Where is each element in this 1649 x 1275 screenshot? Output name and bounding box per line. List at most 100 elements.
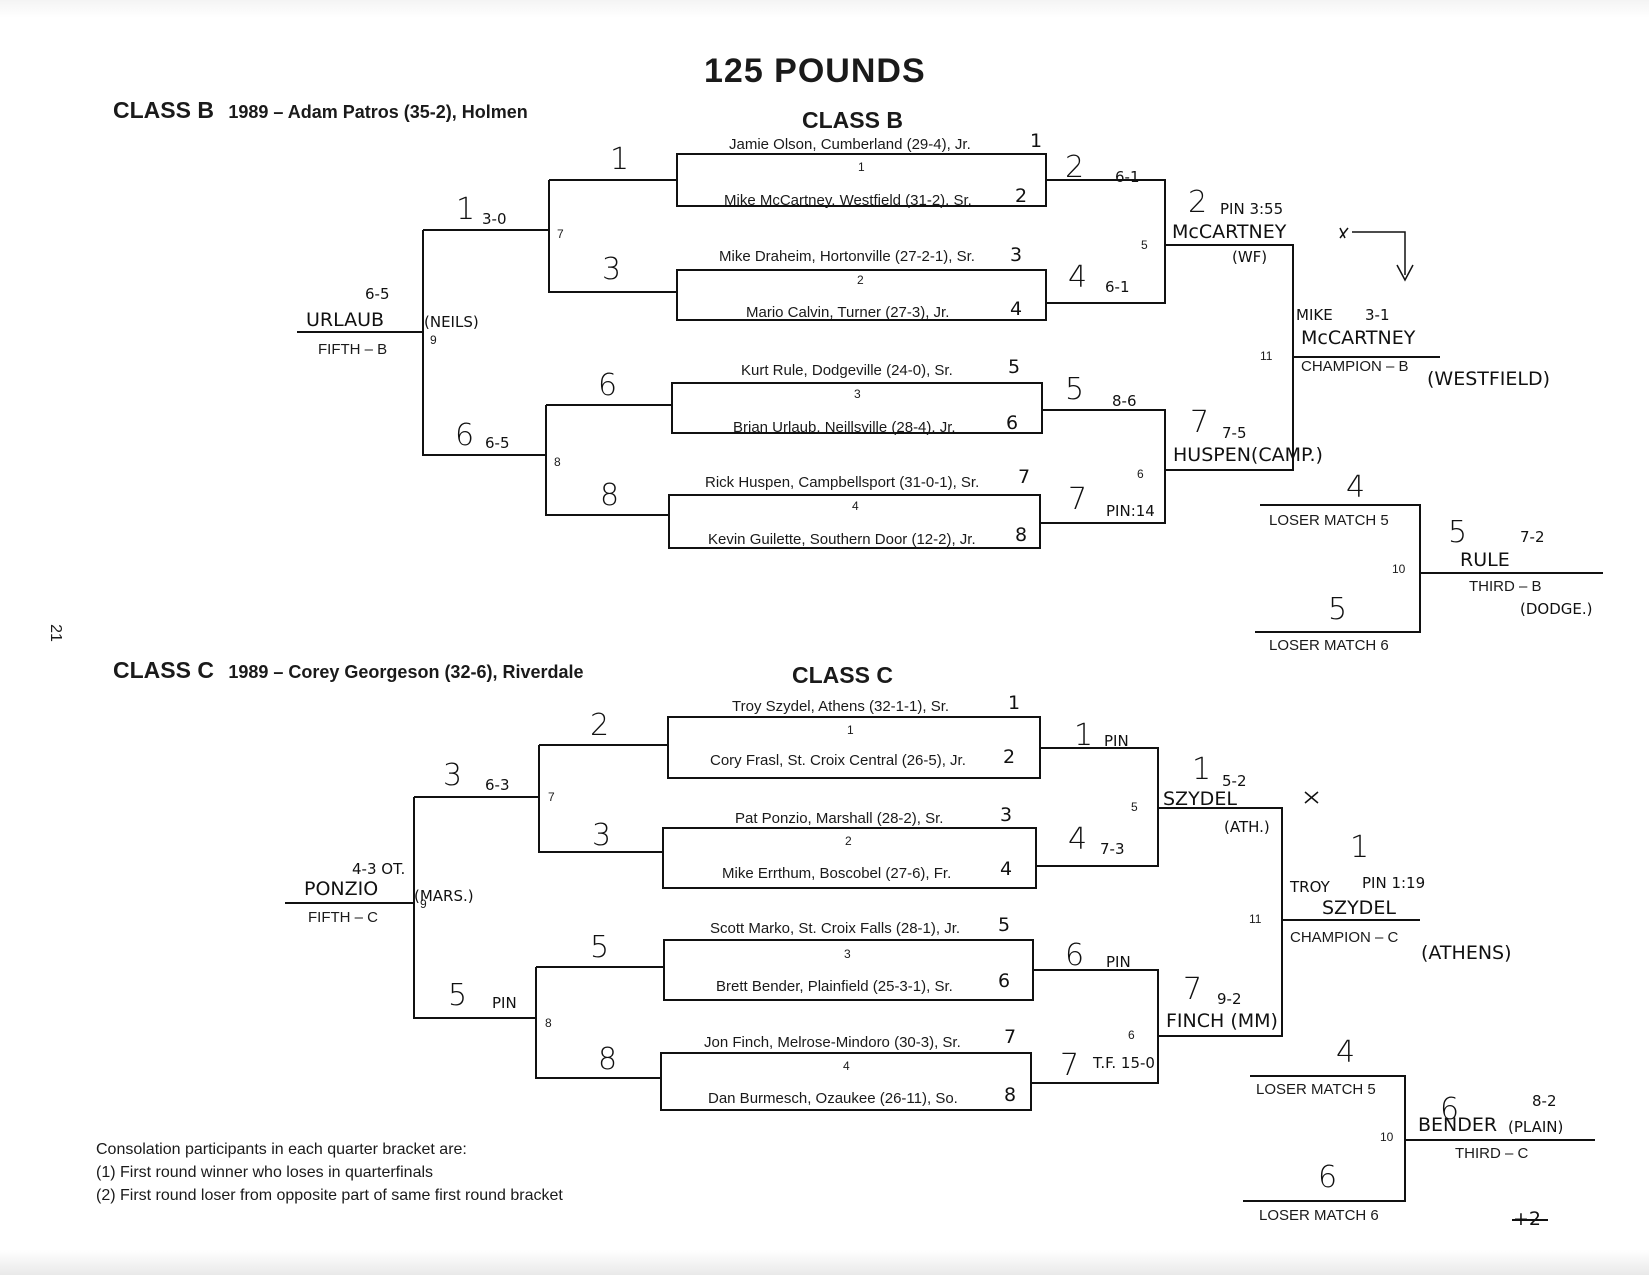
hw-b-qf1-score: 6-1 — [1115, 168, 1140, 186]
hw-c-cons-semi-top-score: 6-3 — [485, 776, 510, 794]
entrant-b-8: Kevin Guilette, Southern Door (12-2), Jr… — [708, 531, 976, 548]
hw-b-cons-2: 3 — [602, 252, 622, 287]
hw-b-third-school: (DODGE.) — [1520, 600, 1593, 618]
entrant-c-2: Cory Frasl, St. Croix Central (26-5), Jr… — [710, 752, 966, 769]
match-b-3: 3 — [854, 387, 861, 401]
hw-b-seed-8: 8 — [1015, 524, 1028, 546]
hw-c-champ-last: SZYDEL — [1322, 897, 1396, 919]
hw-c-cons-1: 2 — [590, 708, 610, 743]
hw-c-cons-semi-bottom: 5 — [448, 978, 468, 1013]
consolation-note-line-3: (2) First round loser from opposite part… — [96, 1187, 563, 1204]
hw-c-sf-bottom: 7 — [1183, 972, 1203, 1007]
loser5-b-label: LOSER MATCH 5 — [1269, 512, 1389, 529]
match-c-3: 3 — [844, 947, 851, 961]
hw-b-seed-2: 2 — [1015, 185, 1028, 207]
entrant-c-6: Brett Bender, Plainfield (25-3-1), Sr. — [716, 978, 953, 995]
hw-c-qf4-winner: 7 — [1060, 1048, 1080, 1083]
champion-c-label: CHAMPION – C — [1290, 929, 1399, 946]
hw-b-qf3-score: 8-6 — [1112, 392, 1137, 410]
consolation-note: Consolation participants in each quarter… — [96, 1138, 563, 1207]
match-c-4: 4 — [843, 1059, 850, 1073]
entrant-b-6: Brian Urlaub, Neillsville (28-4), Jr. — [733, 419, 956, 436]
footer-mark: +2 — [1513, 1208, 1542, 1230]
hw-b-seed-3: 3 — [1010, 244, 1023, 266]
hw-c-cons-2: 3 — [592, 818, 612, 853]
hw-c-cons-4: 8 — [598, 1042, 618, 1077]
hw-c-champ-first: TROY — [1290, 878, 1330, 896]
hw-b-third-seed: 5 — [1448, 515, 1468, 550]
consolation-note-line-2: (1) First round winner who loses in quar… — [96, 1164, 434, 1181]
entrant-c-3: Pat Ponzio, Marshall (28-2), Sr. — [735, 810, 944, 827]
match-c-5: 5 — [1131, 800, 1138, 814]
match-b-2: 2 — [857, 273, 864, 287]
page-number: 21 — [46, 624, 64, 642]
hw-c-sf-bottom-score: 9-2 — [1217, 990, 1242, 1008]
hw-b-qf3-winner: 5 — [1065, 372, 1085, 407]
hw-c-seed-1: 1 — [1008, 692, 1021, 714]
match-c-11: 11 — [1249, 912, 1262, 926]
hw-c-fifth-school: (MARS.) — [414, 887, 474, 905]
match-c-2: 2 — [845, 834, 852, 848]
hw-c-third-seed: 6 — [1440, 1092, 1460, 1127]
hw-c-sf-top-school: (ATH.) — [1224, 818, 1270, 836]
page-title: 125 POUNDS — [704, 52, 926, 90]
hw-c-champ-seed: 1 — [1350, 830, 1370, 865]
entrant-b-7: Rick Huspen, Campbellsport (31-0-1), Sr. — [705, 474, 980, 491]
entrant-b-2: Mike McCartney, Westfield (31-2), Sr. — [724, 192, 972, 209]
hw-b-fifth-school: (NEILS) — [424, 313, 479, 331]
hw-c-sf-top-name: SZYDEL — [1163, 788, 1237, 810]
hw-b-cons-4: 8 — [600, 478, 620, 513]
class-b-record: 1989 – Adam Patros (35-2), Holmen — [228, 102, 528, 122]
hw-b-sf-top-score: PIN 3:55 — [1220, 200, 1284, 218]
match-b-7: 7 — [557, 227, 564, 241]
hw-c-qf2-score: 7-3 — [1100, 840, 1125, 858]
hw-c-seed-4: 4 — [1000, 858, 1013, 880]
hw-b-champ-last: McCARTNEY — [1301, 327, 1416, 349]
hw-b-qf2-score: 6-1 — [1105, 278, 1130, 296]
hw-b-qf1-winner: 2 — [1065, 150, 1085, 185]
hw-c-loser5-seed: 4 — [1336, 1035, 1356, 1070]
class-c-bracket-label: CLASS C — [792, 662, 893, 688]
class-b-header-class: CLASS B — [113, 97, 214, 123]
hw-c-cons-semi-top: 3 — [443, 758, 463, 793]
hw-b-cons-1: 1 — [610, 142, 630, 177]
loser6-c-label: LOSER MATCH 6 — [1259, 1207, 1379, 1224]
hw-b-cons-semi-bottom-score: 6-5 — [485, 434, 510, 452]
hw-b-sf-bottom: 7 — [1190, 405, 1210, 440]
hw-c-qf3-score: PIN — [1106, 953, 1131, 971]
hw-c-sf-top-score: 5-2 — [1222, 772, 1247, 790]
hw-c-qf1-score: PIN — [1104, 732, 1129, 750]
entrant-b-5: Kurt Rule, Dodgeville (24-0), Sr. — [741, 362, 953, 379]
hw-b-sf-bottom-name: HUSPEN(CAMP.) — [1173, 444, 1323, 466]
hw-c-qf4-score: T.F. 15-0 — [1093, 1054, 1155, 1072]
hw-b-sf-top: 2 — [1188, 185, 1208, 220]
entrant-c-4: Mike Errthum, Boscobel (27-6), Fr. — [722, 865, 952, 882]
match-b-6: 6 — [1137, 467, 1144, 481]
hw-b-sf-top-name: McCARTNEY — [1172, 221, 1287, 243]
match-c-9: 9 — [420, 897, 427, 911]
hw-c-fifth-name: PONZIO — [304, 878, 379, 900]
hw-b-seed-6: 6 — [1006, 412, 1019, 434]
class-b-header: CLASS B 1989 – Adam Patros (35-2), Holme… — [113, 97, 528, 124]
match-c-10: 10 — [1380, 1130, 1394, 1144]
hw-b-sf-bottom-score: 7-5 — [1222, 424, 1247, 442]
loser5-c-label: LOSER MATCH 5 — [1256, 1081, 1376, 1098]
match-c-6: 6 — [1128, 1028, 1135, 1042]
match-b-8: 8 — [554, 455, 561, 469]
match-b-11: 11 — [1260, 349, 1273, 363]
class-c-header: CLASS C 1989 – Corey Georgeson (32-6), R… — [113, 657, 584, 684]
hw-c-champ-school: (ATHENS) — [1421, 942, 1512, 964]
entrant-c-7: Jon Finch, Melrose-Mindoro (30-3), Sr. — [704, 1034, 961, 1051]
hw-b-seed-1: 1 — [1030, 130, 1043, 152]
class-c-record: 1989 – Corey Georgeson (32-6), Riverdale — [228, 662, 584, 682]
hw-c-fifth-score: 4-3 OT. — [352, 860, 406, 878]
hw-c-qf2-winner: 4 — [1068, 822, 1088, 857]
hw-b-qf2-winner: 4 — [1068, 260, 1088, 295]
fifth-b-label: FIFTH – B — [318, 341, 388, 358]
hw-c-qf3-winner: 6 — [1065, 938, 1085, 973]
consolation-note-line-1: Consolation participants in each quarter… — [96, 1141, 467, 1158]
match-c-1: 1 — [847, 723, 854, 737]
class-c-header-class: CLASS C — [113, 657, 214, 683]
hw-b-seed-7: 7 — [1018, 466, 1031, 488]
